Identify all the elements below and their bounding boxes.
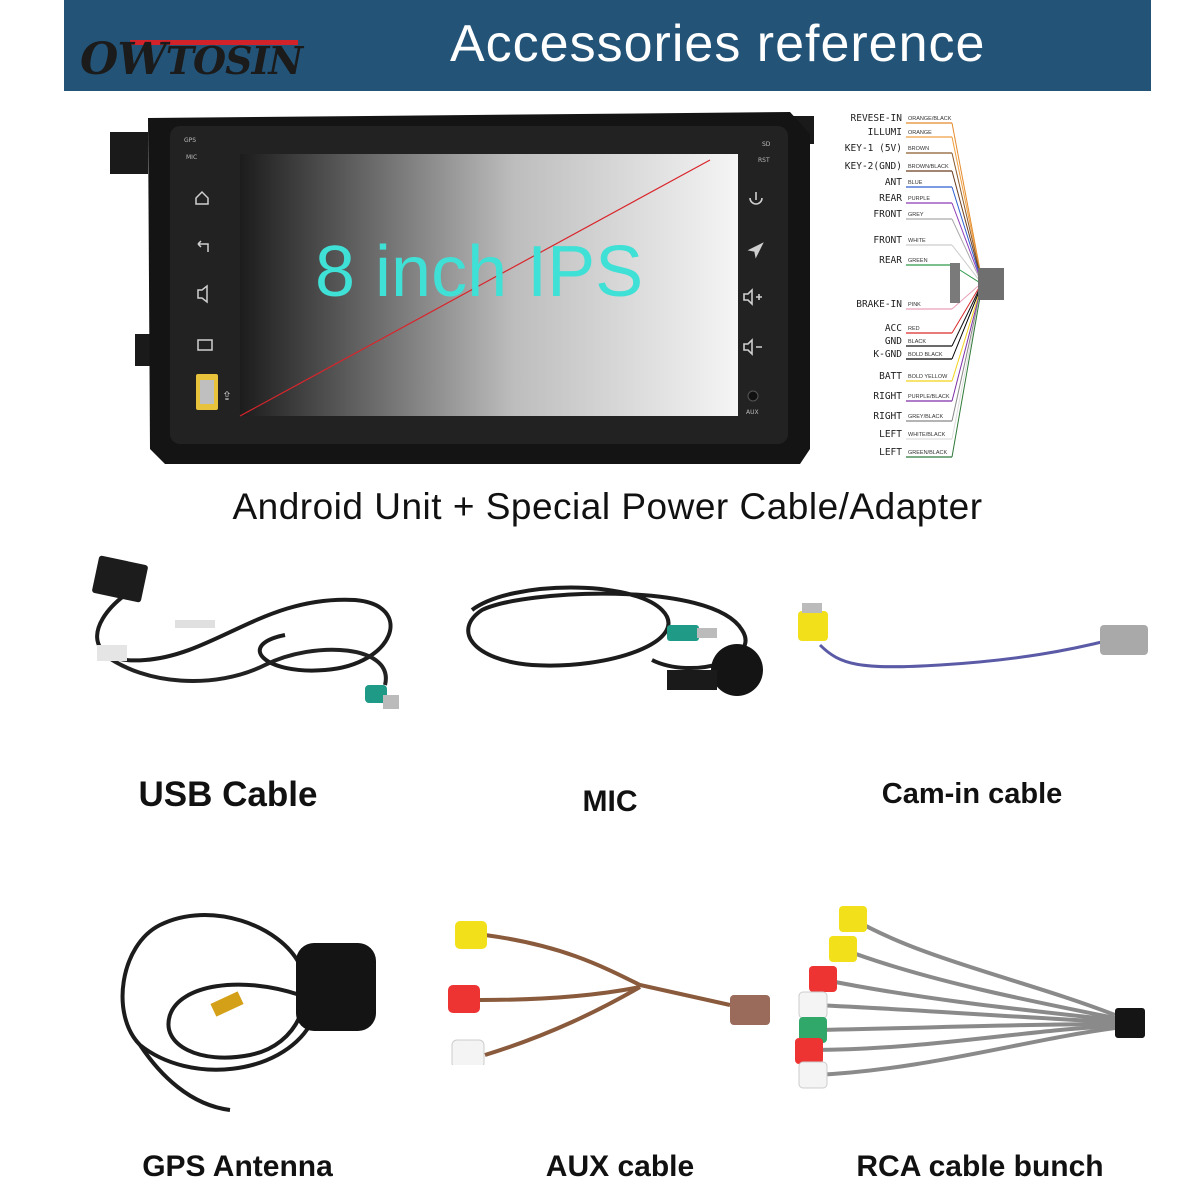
wire-color-label: WHITE/BLACK [908,432,946,438]
wire-label: LEFT [879,429,902,440]
power-icon[interactable] [749,192,763,205]
brand-ow: OW [80,34,167,85]
volume-up-icon[interactable] [743,288,762,306]
wiring-connector [978,268,1004,300]
page-title: Accessories reference [450,15,986,73]
camera-icon[interactable] [197,339,213,351]
wire-label: RIGHT [873,391,902,402]
usb-plug [92,555,148,603]
rca-white-plug-1 [798,991,828,1019]
rca-green-plug [799,1017,827,1043]
aux-connector [730,995,770,1025]
wire-label: KEY-2(GND) [845,161,902,172]
usb-cable-caption: USB Cable [138,775,318,814]
rca-white-plug-2 [798,1061,828,1089]
aux-yellow-plug [455,921,487,949]
rca-red-plug-1 [809,966,837,992]
wire-color-label: ORANGE/BLACK [908,116,952,122]
wire-label: REAR [879,255,902,266]
aux-port-label: AUX [746,409,759,416]
sma-connector [210,991,244,1017]
wire-label: ACC [885,323,902,334]
aux-jack[interactable] [747,390,759,402]
screen-label: 8 inch IPS [315,232,643,312]
mic-port-label: MIC [186,154,197,161]
volume-down-icon[interactable] [743,338,762,356]
wire-label: ANT [885,177,902,188]
mute-icon[interactable] [197,284,208,304]
logo-accent-bar [130,40,298,45]
wire-label: BRAKE-IN [856,299,902,310]
gps-antenna-caption: GPS Antenna [142,1150,333,1183]
wire-label: LEFT [879,447,902,458]
yellow-rca-plug [798,611,828,641]
gps-antenna-puck [296,943,376,1031]
sd-slot-label: SD [762,141,771,148]
wire-color-label: BROWN/BLACK [908,164,949,170]
wire-label: RIGHT [873,411,902,422]
wire-label: K-GND [873,349,902,360]
rca-yellow-plug-1 [839,906,867,932]
wire-label: FRONT [873,235,902,246]
mic-caption: MIC [582,785,638,818]
wire-color-label: PINK [908,302,921,308]
home-icon[interactable] [195,190,209,205]
aux-white-plug [451,1039,485,1065]
wire-color-label: BLACK [908,339,926,345]
cam-in-cable-image [798,603,1148,669]
usb-cable-image [92,555,399,709]
wire-color-label: GREY [908,212,924,218]
back-icon[interactable] [197,240,209,252]
wire-color-label: GREEN [908,258,928,264]
wire-label: KEY-1 (5V) [845,143,902,154]
reset-label: RST [758,157,770,164]
mic-foam [711,644,763,696]
unit-screen [240,154,738,416]
wire-color-label: WHITE [908,238,926,244]
wire-color-label: BLUE [908,180,923,186]
wire-label: REAR [879,193,902,204]
android-head-unit: 8 inch IPS GPS MIC ⇪ SD RST AUX [110,112,814,464]
navigation-icon[interactable] [747,242,764,259]
rca-cable-bunch-image [795,906,1145,1089]
wire-color-label: PURPLE [908,196,930,202]
wire-color-label: RED [908,326,920,332]
wire-color-label: PURPLE/BLACK [908,394,950,400]
cam-in-cable-caption: Cam-in cable [881,778,1063,810]
wire-color-label: GREY/BLACK [908,414,943,420]
aux-cable-caption: AUX cable [545,1150,695,1183]
main-caption: Android Unit + Special Power Cable/Adapt… [232,486,983,527]
wire-color-label: GREEN/BLACK [908,450,947,456]
rca-yellow-plug-2 [829,936,857,962]
wire-color-label: BOLD BLACK [908,352,943,358]
rca-red-plug-2 [795,1038,823,1064]
aux-cable-image [448,921,770,1065]
wire-label: ILLUMI [868,127,902,138]
brand-tosin: TOSIN [165,38,303,83]
usb-symbol-icon: ⇪ [222,389,232,403]
aux-red-plug [448,985,480,1013]
gps-antenna-image [120,913,376,1112]
header-banner [64,0,1151,91]
brand-logo: OWTOSIN [80,34,303,85]
wiring-diagram: REVESE-IN ORANGE/BLACK ILLUMI ORANGE KEY-1 (… [845,113,1004,458]
rca-plug-teal [365,685,387,703]
gps-port-label: GPS [184,137,196,144]
wire-color-label: ORANGE [908,130,932,136]
wire-label: FRONT [873,209,902,220]
cam-connector [1100,625,1148,655]
mic-image [466,585,763,696]
wire-label: REVESE-IN [851,113,903,124]
rca-cable-bunch-caption: RCA cable bunch [856,1150,1104,1183]
wire-label: GND [885,336,902,347]
wire-color-label: BOLD YELLOW [908,374,948,380]
rca-connector [1115,1008,1145,1038]
mic-jack-plug [667,625,699,641]
wire-color-label: BROWN [908,146,929,152]
wire-label: BATT [879,371,902,382]
